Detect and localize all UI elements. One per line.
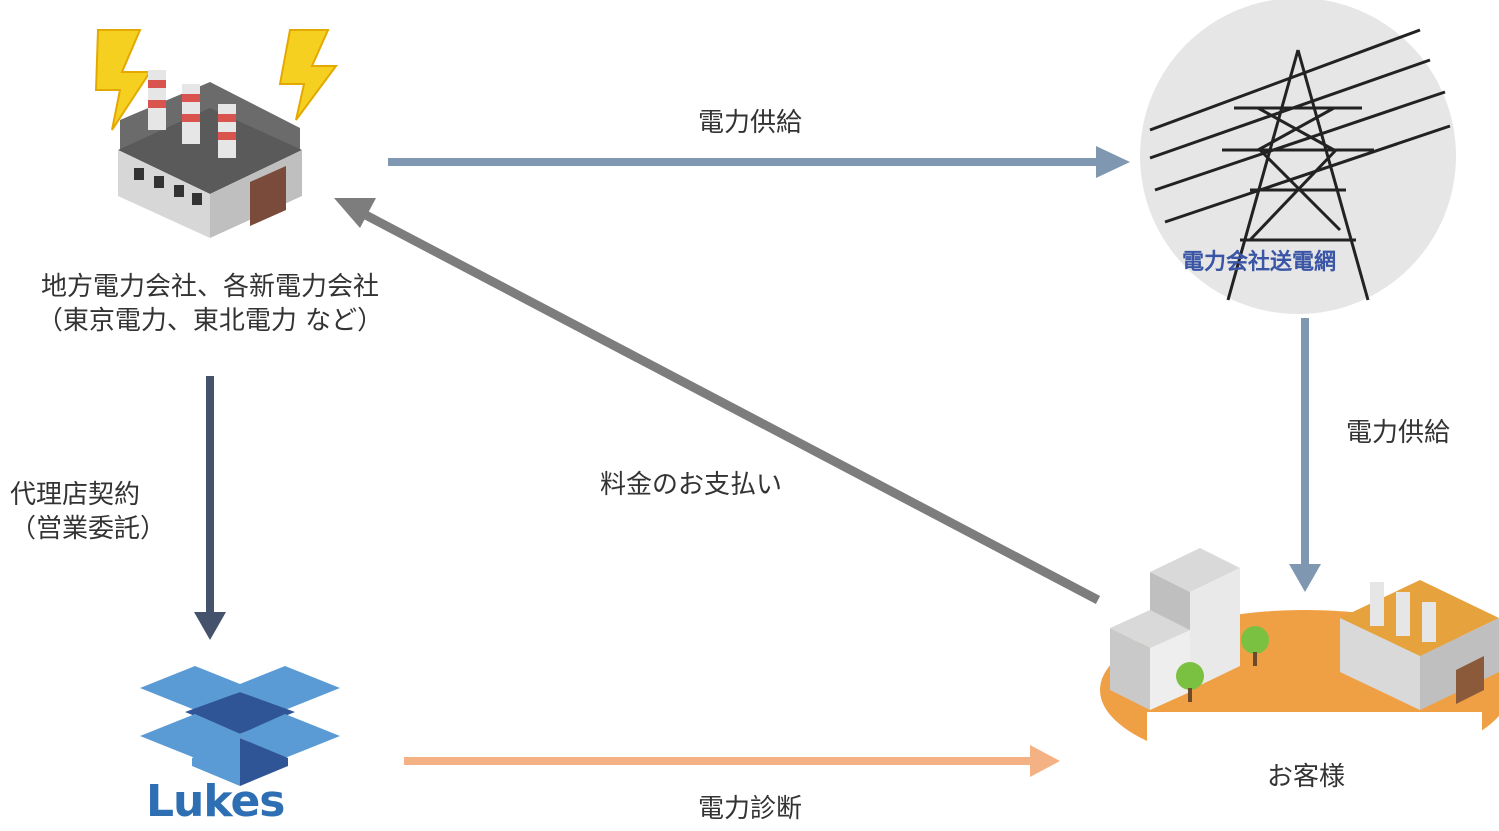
- grid-caption: 電力会社送電網: [1182, 250, 1337, 275]
- contract-label-line1: 代理店契約: [10, 480, 141, 510]
- contract-arrow: [194, 376, 226, 640]
- transmission-tower-icon: [1140, 0, 1456, 314]
- customer-label-box: お客様: [1147, 712, 1482, 831]
- contract-label-line2: （営業委託）: [10, 514, 167, 544]
- power-company-name: 地方電力会社、各新電力会社 （東京電力、東北電力 など）: [0, 270, 420, 338]
- supply-arrow-right: [1289, 318, 1321, 592]
- payment-arrow: [334, 198, 1101, 604]
- diagnosis-label: 電力診断: [698, 794, 803, 824]
- lukes-logo-icon: [140, 666, 340, 786]
- power-plant-icon: [94, 29, 338, 238]
- power-company-name-line2: （東京電力、東北電力 など）: [36, 306, 384, 336]
- supply-arrow-top: [388, 146, 1130, 178]
- power-company-name-line1: 地方電力会社、各新電力会社: [40, 272, 379, 302]
- contract-label: 代理店契約 （営業委託）: [10, 478, 166, 546]
- customer-label: お客様: [1267, 762, 1346, 792]
- lukes-logo-text: Lukes: [146, 776, 285, 827]
- supply-label-top: 電力供給: [698, 108, 803, 138]
- supply-label-right: 電力供給: [1346, 418, 1451, 448]
- diagnosis-arrow: [404, 745, 1060, 777]
- payment-label: 料金のお支払い: [600, 470, 783, 500]
